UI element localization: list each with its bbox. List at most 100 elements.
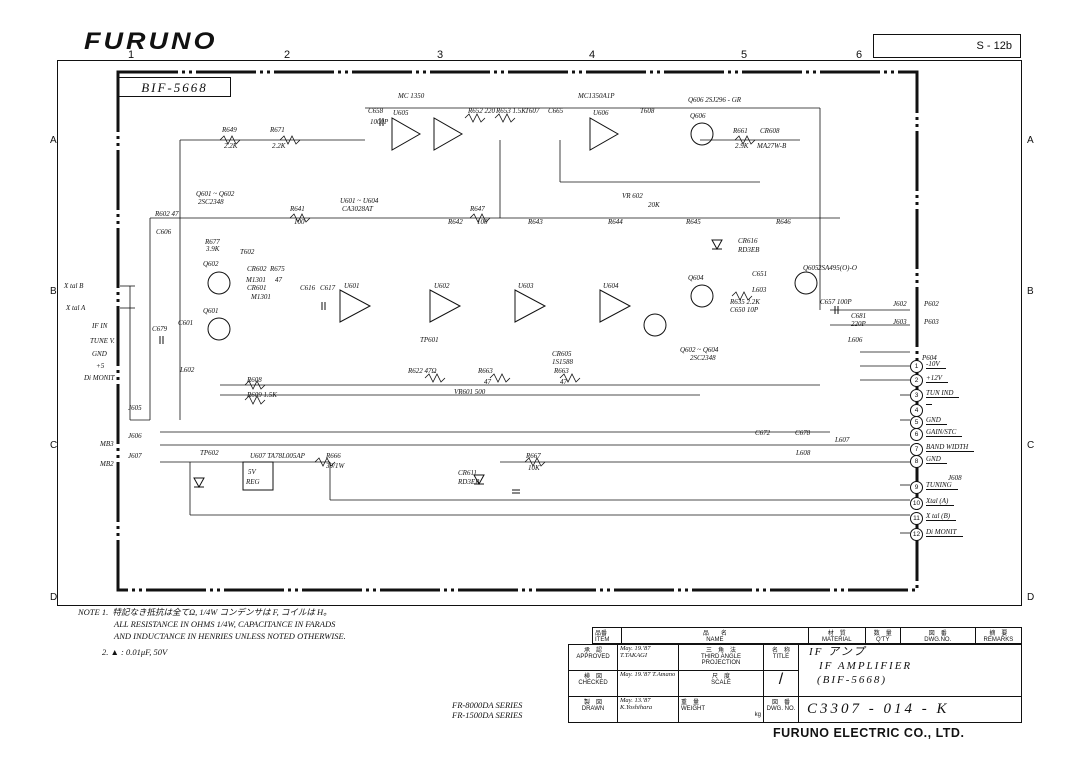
terminal-label: GND	[92, 350, 107, 358]
row-marker: A	[1027, 135, 1034, 146]
svg-text:R663: R663	[477, 367, 493, 375]
connector-pin: 3	[910, 389, 923, 402]
column-marker: 2	[284, 49, 291, 61]
svg-text:CR616: CR616	[738, 237, 758, 245]
row-marker: D	[1027, 592, 1035, 603]
svg-text:R646: R646	[775, 218, 791, 226]
drawn-label: DRAWN	[581, 706, 605, 712]
third-angle-jp: 三 角 法	[705, 648, 736, 654]
connector-label: J603	[893, 318, 907, 326]
note-en: ALL RESISTANCE IN OHMS 1/4W, CAPACITANCE…	[114, 619, 336, 629]
connector-pin-label	[926, 404, 932, 405]
svg-text:2SC2348: 2SC2348	[198, 198, 224, 206]
drawn-jp: 製 図	[583, 700, 602, 706]
title-en: IF AMPLIFIER	[819, 660, 913, 672]
approved-signature: May. 19.'87 T.TAKAGI	[617, 644, 679, 671]
remarks-header: REMARKS	[983, 637, 1014, 643]
svg-text:220P: 220P	[851, 320, 867, 328]
connector-pin: 5	[910, 416, 923, 429]
svg-text:20K: 20K	[648, 201, 660, 209]
connector-pin: 10	[910, 497, 923, 510]
column-marker: 1	[128, 49, 135, 61]
svg-text:C606: C606	[156, 228, 172, 236]
svg-text:39/1W: 39/1W	[325, 462, 345, 470]
terminal-label: MB3	[100, 440, 114, 448]
svg-text:C678: C678	[795, 429, 811, 437]
title-jp: IF アンプ	[809, 646, 867, 658]
furuno-logo: FURUNO	[84, 27, 218, 55]
checked-jp: 検 図	[583, 674, 602, 680]
column-marker: 6	[856, 49, 863, 61]
connector-label: P603	[924, 318, 939, 326]
connector-pin: 11	[910, 512, 923, 525]
svg-text:2.2K: 2.2K	[224, 142, 238, 150]
scale-jp: 尺 度	[711, 674, 730, 680]
board-label: BIF-5668	[118, 77, 231, 97]
dwgno-header: DWG.NO.	[924, 637, 952, 643]
svg-text:MA27W-B: MA27W-B	[756, 142, 787, 150]
row-marker: D	[50, 592, 58, 603]
svg-text:Q606: Q606	[690, 112, 706, 120]
svg-text:M1301: M1301	[250, 293, 271, 301]
svg-text:T608: T608	[640, 107, 655, 115]
connector-label: J602	[893, 300, 907, 308]
note-en: AND INDUCTANCE IN HENRIES UNLESS NOTED O…	[114, 631, 346, 641]
connector-label: P602	[924, 300, 939, 308]
connector-pin-label: TUN IND	[926, 389, 960, 398]
svg-text:Q602: Q602	[203, 260, 219, 268]
regulator-label: 5V	[248, 468, 257, 476]
connector-pin: 12	[910, 528, 923, 541]
svg-text:C665: C665	[548, 107, 564, 115]
drawing-number: C3307 - 014 - K	[798, 696, 1022, 723]
note-label: NOTE 1.	[78, 607, 109, 617]
svg-text:CR602: CR602	[247, 265, 267, 273]
svg-text:R661: R661	[732, 127, 748, 135]
svg-text:CR611: CR611	[458, 469, 477, 477]
terminal-label: TUNE V.	[90, 337, 115, 345]
svg-text:R647: R647	[469, 205, 485, 213]
svg-text:47: 47	[560, 378, 568, 386]
svg-text:U606: U606	[593, 109, 609, 117]
third-angle-label: THIRD ANGLE PROJECTION	[700, 654, 741, 666]
series-item: FR-8000DA SERIES	[452, 700, 523, 710]
terminal-label: X tal A	[66, 304, 86, 312]
connector-pin: 1	[910, 360, 923, 373]
svg-text:2SC2348: 2SC2348	[690, 354, 716, 362]
terminal-label: Di MONIT	[84, 374, 115, 382]
svg-text:C681: C681	[851, 312, 866, 320]
svg-text:C658: C658	[368, 107, 384, 115]
svg-text:Q601: Q601	[203, 307, 219, 315]
note-jp: 特記なき抵抗は全てΩ, 1/4W コンデンサは F, コイルは H。	[112, 607, 332, 617]
svg-text:C616: C616	[300, 284, 316, 292]
title-jp-header: 名 称	[771, 648, 790, 654]
svg-text:R643: R643	[527, 218, 543, 226]
drawn-signature: May. 13.'87 K.Yoshihara	[617, 696, 679, 723]
svg-text:R663: R663	[553, 367, 569, 375]
svg-text:CR605: CR605	[552, 350, 572, 358]
svg-text:VR 602: VR 602	[622, 192, 643, 200]
svg-text:1000P: 1000P	[370, 118, 389, 126]
svg-text:3.9K: 3.9K	[205, 245, 220, 253]
svg-text:1S1588: 1S1588	[552, 358, 574, 366]
svg-text:R671: R671	[269, 126, 285, 134]
row-marker: B	[50, 286, 57, 297]
checked-signature: May. 19.'87 T.Amano	[617, 670, 679, 697]
svg-text:VR601 500: VR601 500	[454, 388, 486, 396]
svg-text:2.9K: 2.9K	[735, 142, 749, 150]
connector-label: J605	[128, 404, 142, 412]
svg-text:R666: R666	[325, 452, 341, 460]
svg-text:L602: L602	[179, 366, 195, 374]
svg-text:L603: L603	[751, 286, 767, 294]
svg-text:C617: C617	[320, 284, 336, 292]
dwgno-jp: 図 番	[928, 631, 947, 637]
svg-text:C651: C651	[752, 270, 767, 278]
svg-text:C650 10P: C650 10P	[730, 306, 759, 314]
column-marker: 3	[437, 49, 444, 61]
notes: NOTE 1. 特記なき抵抗は全てΩ, 1/4W コンデンサは F, コイルは …	[78, 606, 346, 658]
row-marker: B	[1027, 286, 1034, 297]
connector-pin-label: TUNING	[926, 481, 958, 490]
svg-text:CR601: CR601	[247, 284, 266, 292]
connector-pin-label: Xtal (A)	[926, 497, 955, 506]
svg-text:U605: U605	[393, 109, 409, 117]
column-marker: 4	[589, 49, 596, 61]
